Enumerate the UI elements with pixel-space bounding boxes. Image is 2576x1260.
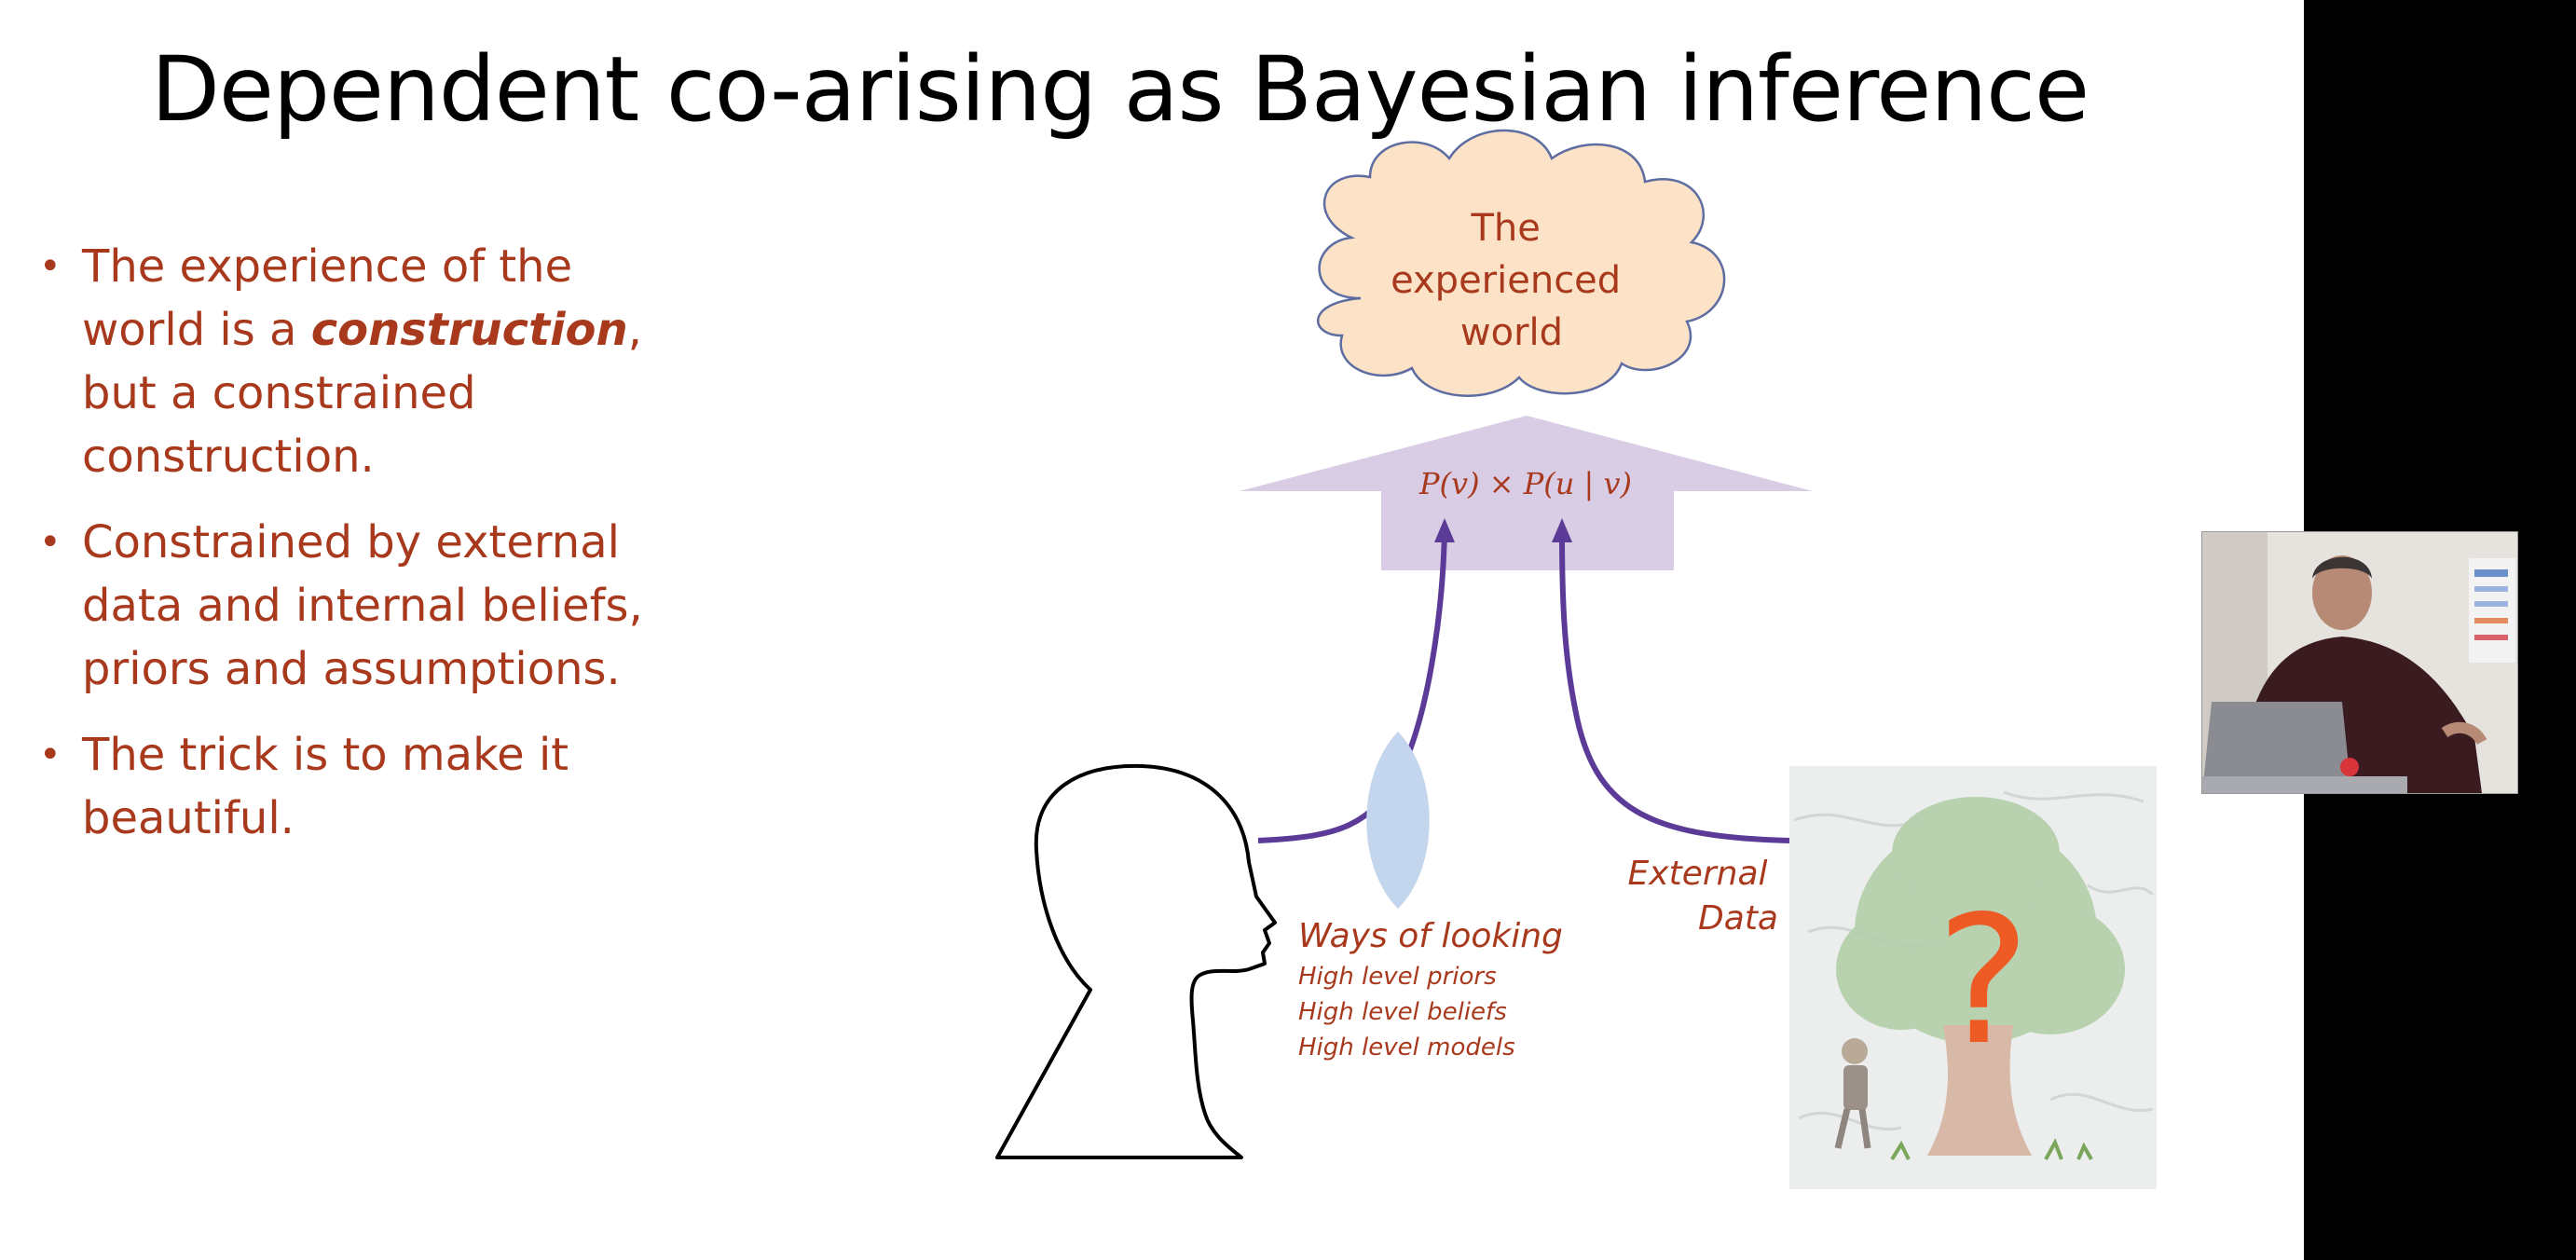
slide-title: Dependent co-arising as Bayesian inferen… — [151, 37, 2090, 142]
cloud-label-line: experienced — [1391, 259, 1621, 302]
bullet-text: The trick is to make it beautiful. — [82, 729, 569, 844]
cloud-label-line: world — [1460, 311, 1563, 354]
bayesian-diagram: The experienced world P(v) × P(u | v) Wa… — [995, 129, 2157, 1189]
bullet-emphasis: construction — [310, 304, 628, 356]
slide: Dependent co-arising as Bayesian inferen… — [37, 37, 2157, 1189]
ways-item: High level models — [1298, 1034, 1515, 1061]
tree-canopy — [1836, 797, 2125, 1044]
apple-object — [2340, 758, 2359, 776]
priors-arrowhead — [1434, 518, 1455, 542]
bullet-item: • The trick is to make it beautiful. — [37, 723, 680, 850]
data-arrow — [1559, 530, 1790, 843]
bullet-text-part: The experience of the world is a — [82, 240, 573, 356]
tree-trunk — [1927, 1025, 2032, 1156]
webcam-overlay — [2201, 531, 2518, 794]
cloud-label-line: The — [1470, 207, 1540, 250]
bullet-dot: • — [39, 733, 62, 776]
poster — [2469, 558, 2515, 663]
bullet-dot: • — [39, 521, 62, 564]
tree-grass — [1890, 1138, 2093, 1161]
bullet-item: • Constrained by external data and inter… — [37, 511, 680, 701]
cloud-label: The experienced world — [1391, 207, 1633, 354]
ways-of-looking-list: High level priors High level beliefs Hig… — [1298, 963, 1515, 1061]
small-figure — [1834, 1038, 1871, 1149]
data-arrowhead — [1552, 518, 1572, 542]
question-mark: ? — [1937, 878, 2031, 1084]
bullet-item: • The experience of the world is a const… — [37, 235, 680, 488]
laptop — [2202, 702, 2407, 793]
external-data-line: External — [1628, 855, 1768, 893]
bullet-list: • The experience of the world is a const… — [37, 235, 680, 872]
webcam-picture — [2202, 532, 2517, 793]
ways-item: High level beliefs — [1298, 998, 1507, 1026]
head-silhouette — [995, 763, 1277, 1159]
ways-of-looking-title: Ways of looking — [1298, 917, 1563, 955]
bullet-text: The experience of the world is a constru… — [82, 240, 642, 483]
bayes-formula: P(v) × P(u | v) — [1418, 466, 1632, 501]
bullet-dot: • — [39, 245, 62, 288]
bullet-text-part: , but a constrained construction. — [82, 304, 642, 483]
bullet-text: Constrained by external data and interna… — [82, 516, 643, 695]
ways-item: High level priors — [1298, 963, 1497, 991]
big-up-arrow — [1240, 416, 1813, 570]
lens-shape — [1366, 732, 1430, 909]
cloud-shape — [1317, 129, 1726, 397]
external-data-label: External Data — [1628, 855, 1778, 938]
external-data-line: Data — [1698, 899, 1778, 938]
tree-picture: ? — [1789, 766, 2157, 1189]
